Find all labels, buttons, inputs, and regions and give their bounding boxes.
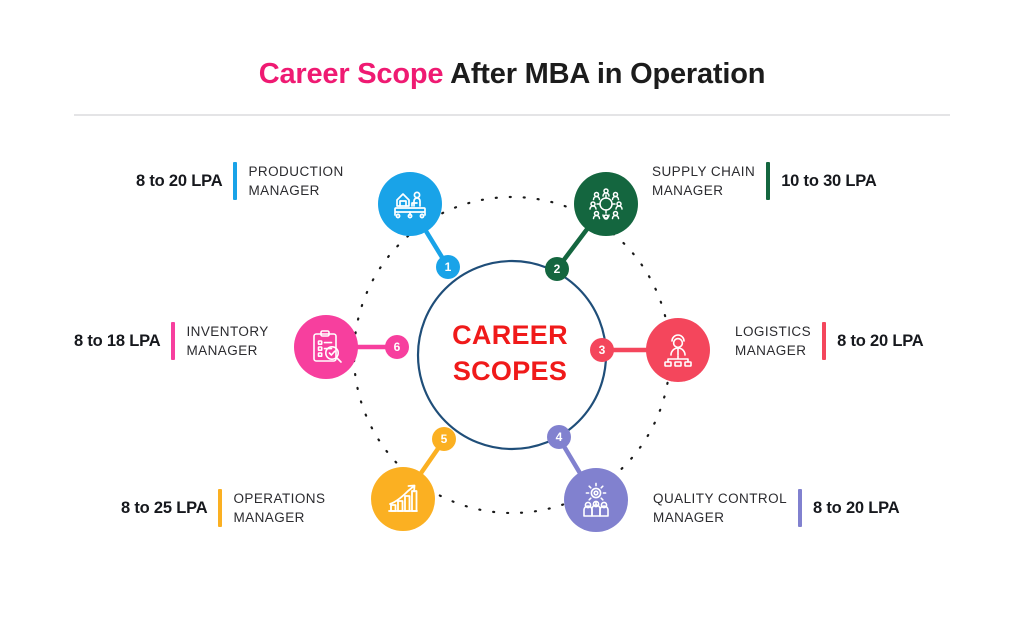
accent-bar-supply-chain — [766, 162, 771, 201]
node-operations-manager[interactable] — [371, 467, 435, 531]
node-quality-control-manager[interactable] — [564, 468, 628, 532]
page-title: Career Scope After MBA in Operation — [0, 58, 1024, 91]
page-title-accent: Career Scope — [258, 58, 444, 90]
label-production-manager: 8 to 20 LPA PRODUCTION MANAGER — [136, 162, 344, 201]
label-supply-chain-manager: SUPPLY CHAIN MANAGER 10 to 30 LPA — [652, 162, 877, 201]
badge-5: 5 — [432, 427, 456, 451]
hub-line-1: CAREER — [452, 320, 568, 350]
accent-bar-inventory — [171, 322, 176, 361]
salary-operations-manager: 8 to 25 LPA — [121, 498, 208, 517]
factory-conveyor-icon — [394, 191, 426, 219]
logistics-person-icon — [664, 334, 692, 367]
role-operations-manager: OPERATIONS MANAGER — [233, 491, 326, 526]
salary-production-manager: 8 to 20 LPA — [136, 171, 223, 190]
node-inventory-manager[interactable] — [294, 315, 358, 379]
node-logistics-manager[interactable] — [646, 318, 710, 382]
badge-1: 1 — [436, 255, 460, 279]
clipboard-search-icon — [313, 330, 342, 363]
badge-2: 2 — [545, 257, 569, 281]
accent-bar-logistics — [822, 322, 827, 361]
people-network-icon — [589, 188, 623, 220]
node-production-manager[interactable] — [378, 172, 442, 236]
page-title-rest: After MBA in Operation — [443, 58, 766, 90]
salary-supply-chain-manager: 10 to 30 LPA — [781, 171, 877, 190]
label-quality-control-manager: QUALITY CONTROL MANAGER 8 to 20 LPA — [653, 489, 900, 528]
role-inventory-manager: INVENTORY MANAGER — [186, 324, 269, 359]
gear-people-icon — [583, 482, 609, 517]
accent-bar-production — [233, 162, 238, 201]
role-supply-chain-manager: SUPPLY CHAIN MANAGER — [652, 164, 756, 199]
role-production-manager: PRODUCTION MANAGER — [248, 164, 344, 199]
growth-chart-icon — [388, 484, 418, 512]
node-supply-chain-manager[interactable] — [574, 172, 638, 236]
center-hub-label: CAREER SCOPES — [412, 318, 608, 389]
role-quality-control-manager: QUALITY CONTROL MANAGER — [653, 491, 788, 526]
badge-6: 6 — [385, 335, 409, 359]
hub-line-2: SCOPES — [452, 355, 568, 386]
label-inventory-manager: 8 to 18 LPA INVENTORY MANAGER — [74, 322, 269, 361]
badge-4: 4 — [547, 425, 571, 449]
label-operations-manager: 8 to 25 LPA OPERATIONS MANAGER — [121, 489, 326, 528]
salary-inventory-manager: 8 to 18 LPA — [74, 331, 161, 350]
header-divider — [74, 114, 950, 116]
label-logistics-manager: LOGISTICS MANAGER 8 to 20 LPA — [735, 322, 924, 361]
salary-quality-control-manager: 8 to 20 LPA — [813, 498, 900, 517]
accent-bar-operations — [218, 489, 223, 528]
salary-logistics-manager: 8 to 20 LPA — [837, 331, 924, 350]
role-logistics-manager: LOGISTICS MANAGER — [735, 324, 812, 359]
badge-3: 3 — [590, 338, 614, 362]
accent-bar-quality-control — [798, 489, 803, 528]
